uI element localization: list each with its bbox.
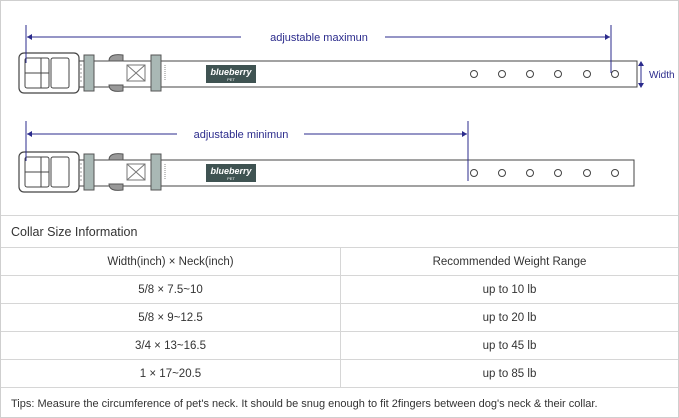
strap-holes [470, 169, 619, 177]
logo-text: blueberry [210, 166, 252, 176]
table-header: Width(inch) × Neck(inch) Recommended Wei… [1, 247, 678, 276]
min-arrow [25, 121, 469, 181]
brand-logo [206, 164, 256, 182]
tips-text: Tips: Measure the circumference of pet's… [1, 387, 678, 417]
weight-cell: up to 85 lb [340, 359, 678, 388]
width-label: Width [649, 70, 675, 81]
width-marker [638, 61, 644, 88]
size-cell: 5/8 × 7.5~10 [1, 275, 341, 304]
size-cell: 5/8 × 9~12.5 [1, 303, 341, 332]
collar-max: blueberry PET [18, 52, 638, 94]
collar-min: blueberry PET [18, 151, 635, 193]
logo-sub: PET [227, 176, 235, 181]
header-weight: Recommended Weight Range [340, 247, 678, 276]
size-cell: 1 × 17~20.5 [1, 359, 341, 388]
header-size: Width(inch) × Neck(inch) [1, 247, 341, 276]
collar-diagram: blueberry PET adjustable maximun Width b… [18, 25, 675, 193]
weight-cell: up to 10 lb [340, 275, 678, 304]
weight-cell: up to 45 lb [340, 331, 678, 360]
logo-text: blueberry [210, 67, 252, 77]
max-label: adjustable maximun [270, 32, 368, 44]
min-label: adjustable minimun [194, 129, 289, 141]
size-cell: 3/4 × 13~16.5 [1, 331, 341, 360]
table-title: Collar Size Information [1, 215, 678, 248]
weight-cell: up to 20 lb [340, 303, 678, 332]
max-arrow [25, 25, 612, 73]
logo-sub: PET [227, 77, 235, 82]
brand-logo [206, 65, 256, 83]
strap-holes [470, 70, 619, 78]
size-table: Collar Size Information Width(inch) × Ne… [1, 215, 678, 417]
